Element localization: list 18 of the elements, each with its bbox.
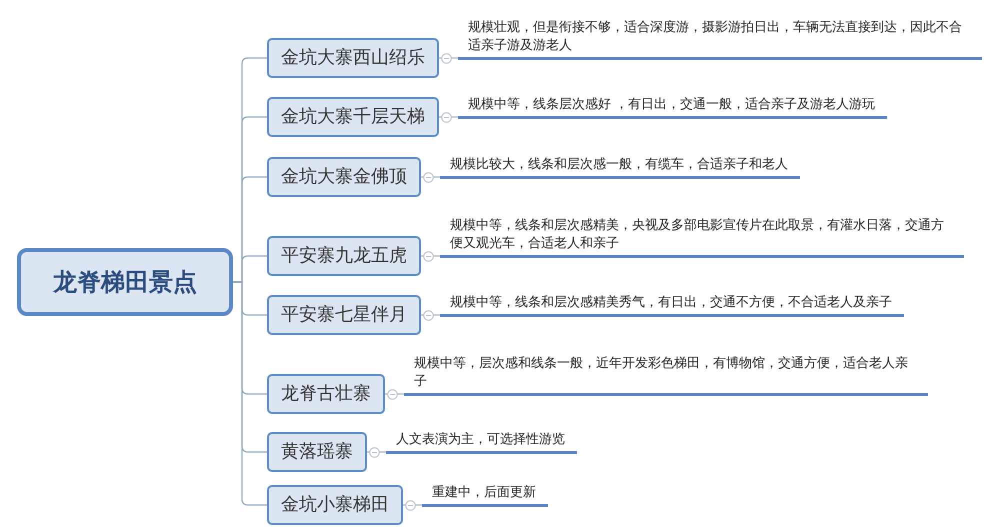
branch-line <box>233 281 267 506</box>
underlined-text: 规模中等，层次感和线条一般，近年开发彩色梯田，有博物馆，交通方便，适合老人亲子 <box>404 354 928 396</box>
topic-box: 金坑大寨西山绍乐 <box>267 38 439 78</box>
topic-box: 金坑大寨千层天梯 <box>267 97 439 137</box>
underlined-text: 规模中等，线条和层次感精美秀气，有日出，交通不方便，不合适老人及亲子 <box>440 294 904 316</box>
topic-box: 平安寨九龙五虎 <box>267 236 421 276</box>
topic-box: 黄落瑶寨 <box>267 432 367 472</box>
underlined-text: 规模中等，线条和层次感精美，央视及多部电影宣传片在此取景，有灌水日落，交通方便又观光车，合适老人和亲子 <box>440 216 964 258</box>
underlined-text: 重建中，后面更新 <box>422 484 548 506</box>
topic-box: 金坑小寨梯田 <box>267 485 403 525</box>
topic-box: 平安寨七星伴月 <box>267 295 421 335</box>
underlined-text: 规模中等，线条层次感好 ，有日出，交通一般，适合亲子及游老人游玩 <box>458 96 888 118</box>
underlined-text: 规模比较大，线条和层次感一般，有缆车，合适亲子和老人 <box>440 156 800 178</box>
topic-box: 金坑大寨金佛顶 <box>267 157 421 197</box>
underlined-text: 人文表演为主，可选择性游览 <box>386 430 577 454</box>
underlined-text: 规模壮观，但是衔接不够，适合深度游，摄影游拍日出，车辆无法直接到达，因此不合适亲子游及游老人 <box>458 18 982 60</box>
central-topic-box: 龙脊梯田景点 <box>17 248 233 316</box>
topic-box: 龙脊古壮寨 <box>267 374 385 414</box>
